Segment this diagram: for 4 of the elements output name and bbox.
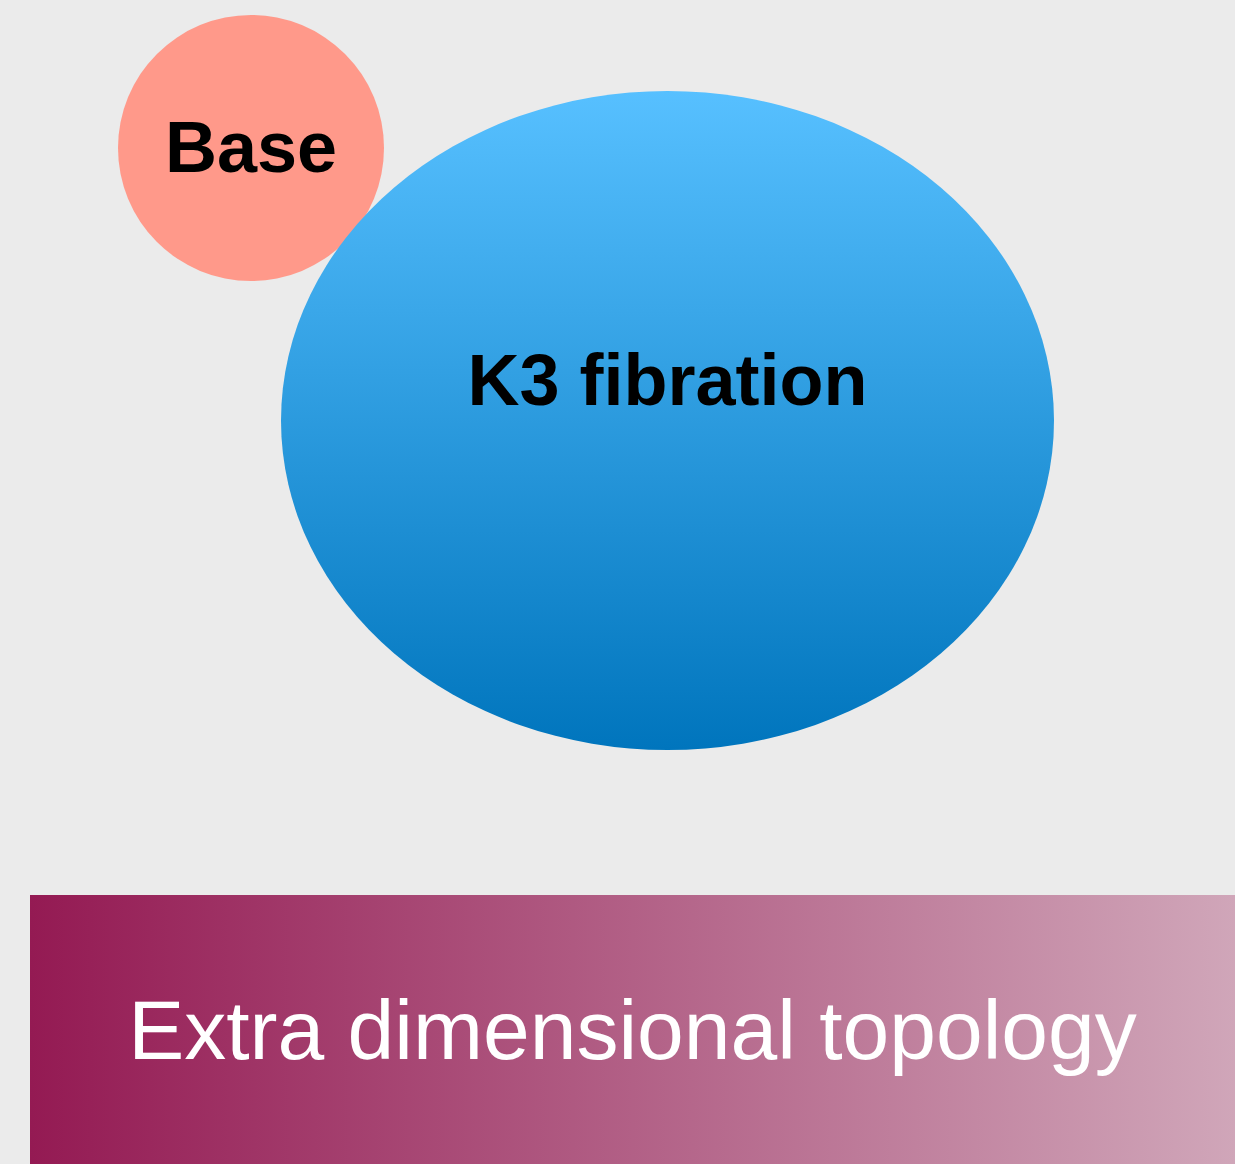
banner-label: Extra dimensional topology [128, 981, 1137, 1079]
ellipse-label: K3 fibration [467, 340, 868, 421]
circle-label: Base [164, 108, 338, 188]
topology-banner [30, 895, 1235, 1164]
